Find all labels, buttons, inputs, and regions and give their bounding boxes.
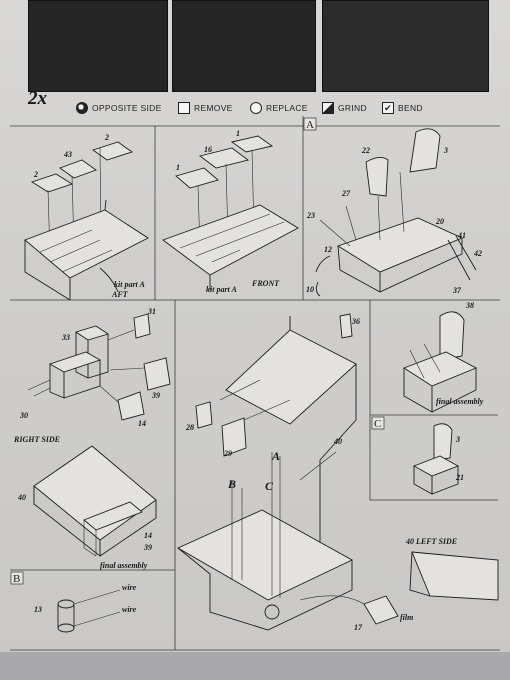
part-number: 14: [144, 531, 152, 540]
kit-part-caption: kit part A: [206, 285, 237, 294]
legend-replace: REPLACE: [250, 100, 308, 116]
part-number: 17: [354, 623, 363, 632]
part-number: 31: [147, 307, 156, 316]
part-number: 1: [176, 163, 180, 172]
panel-letter: A: [306, 119, 314, 131]
reference-letter: A: [271, 449, 280, 463]
part-number: 1: [236, 129, 240, 138]
assembly-caption: final assembly: [100, 561, 148, 570]
part-number: 23: [306, 211, 315, 220]
fret-images: [22, 0, 492, 96]
opposite-side-icon: [76, 102, 88, 114]
fret-image-middle: [172, 0, 316, 92]
bend-icon: ✔: [382, 102, 394, 114]
wire-note: wire: [122, 605, 137, 614]
panel-b: B 13 wire wire: [10, 571, 137, 633]
panel-aft: 2 43 2 kit part A AFT: [24, 133, 149, 301]
part-number: 28: [185, 423, 194, 432]
film-note: film: [400, 613, 413, 622]
panel-left-side: 40 LEFT SIDE 17 film: [299, 537, 499, 632]
panel-letter: C: [374, 418, 381, 430]
panel-center: 36 28 29 40 B C A: [177, 313, 360, 631]
quantity-label: 2x: [28, 88, 47, 109]
reference-letter: B: [227, 477, 236, 491]
replace-icon: [250, 102, 262, 114]
part-number: 27: [341, 189, 351, 198]
part-number: 38: [465, 301, 474, 310]
part-number: 3: [455, 435, 460, 444]
symbol-legend: OPPOSITE SIDE REMOVE REPLACE GRIND ✔ BEN…: [22, 96, 492, 120]
panel-c: C 3 21: [371, 416, 464, 495]
part-number: 22: [361, 146, 370, 155]
panel-right-side: 33 31 30 39 14 RIGHT SIDE 40 14 39 final…: [13, 307, 171, 570]
part-number: 29: [223, 449, 232, 458]
table-background: [0, 652, 510, 680]
legend-grind: GRIND: [322, 100, 367, 116]
part-number: 36: [351, 317, 360, 326]
remove-icon: [178, 102, 190, 114]
part-number: 41: [457, 231, 466, 240]
grind-icon: [322, 102, 334, 114]
legend-opposite-side: OPPOSITE SIDE: [76, 100, 162, 116]
part-number: 42: [473, 249, 482, 258]
part-number: 37: [452, 286, 462, 295]
part-number: 33: [61, 333, 70, 342]
part-number: 14: [138, 419, 146, 428]
side-label: RIGHT SIDE: [13, 435, 60, 444]
part-number: 40: [333, 437, 342, 446]
panel-front: 1 16 1 kit part A FRONT: [162, 129, 299, 294]
part-number: 30: [19, 411, 28, 420]
part-number: 21: [455, 473, 464, 482]
part-number: 16: [204, 145, 212, 154]
panel-a: A 22 3 27 23 20 12 41 42 10 37 38 final …: [303, 117, 484, 413]
legend-remove: REMOVE: [178, 100, 233, 116]
view-caption: FRONT: [251, 279, 280, 288]
fret-image-left: [28, 0, 168, 92]
side-label: 40 LEFT SIDE: [405, 537, 457, 546]
assembly-caption: final assembly: [436, 397, 484, 406]
panel-letter: B: [13, 573, 20, 585]
part-number: 2: [33, 170, 38, 179]
reference-letter: C: [265, 479, 274, 493]
panel-borders: [10, 116, 500, 651]
view-caption: AFT: [111, 290, 129, 299]
part-number: 12: [324, 245, 332, 254]
part-number: 39: [151, 391, 160, 400]
part-number: 39: [143, 543, 152, 552]
wire-note: wire: [122, 583, 137, 592]
part-number: 40: [17, 493, 26, 502]
kit-part-caption: kit part A: [114, 280, 145, 289]
fret-image-right: [322, 0, 489, 92]
part-number: 13: [34, 605, 42, 614]
part-number: 10: [306, 285, 314, 294]
part-number: 2: [104, 133, 109, 142]
legend-bend: ✔ BEND: [382, 100, 423, 116]
part-number: 20: [435, 217, 444, 226]
part-number: 3: [443, 146, 448, 155]
part-number: 43: [63, 150, 72, 159]
